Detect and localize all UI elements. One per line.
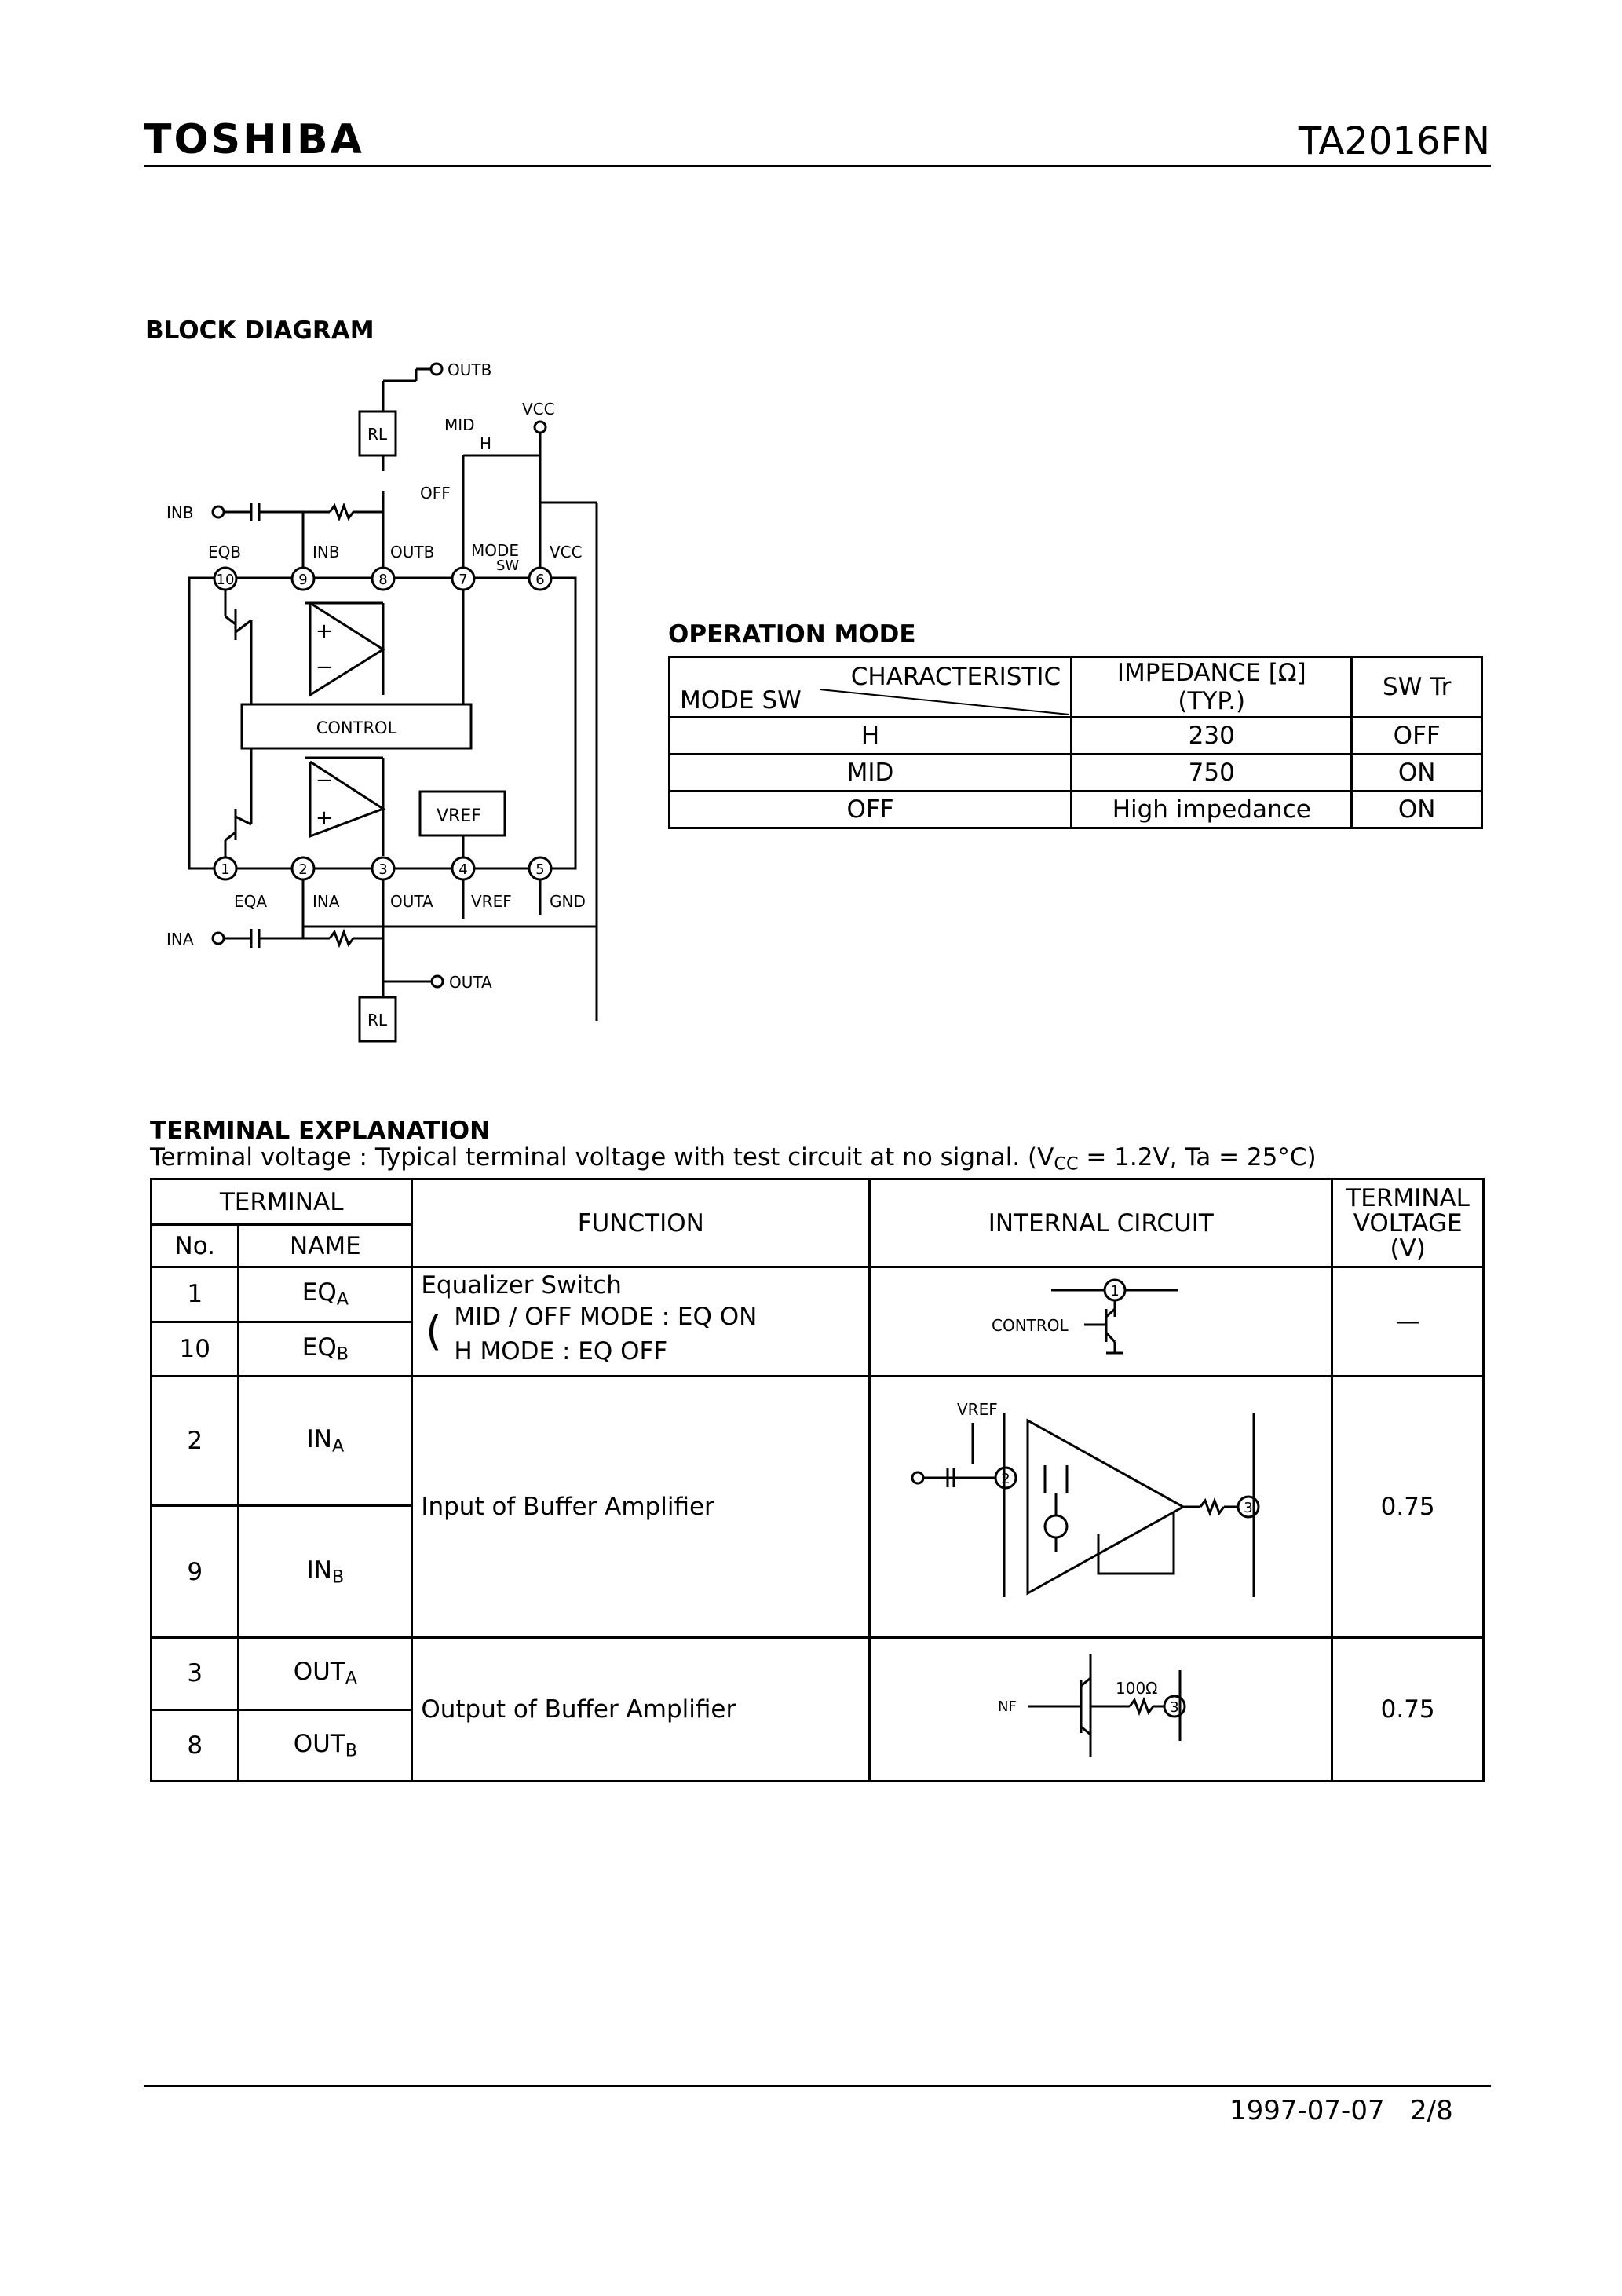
svg-text:+: +	[316, 620, 333, 643]
pins-top	[213, 566, 553, 591]
control-block	[240, 703, 473, 750]
in-voltage: 0.75	[1331, 1375, 1485, 1639]
terminal-voltage-note: Terminal voltage : Typical terminal volt…	[150, 1143, 1317, 1175]
out-a-pin-label: OUTA	[390, 892, 433, 911]
eq-b-label: EQB	[208, 543, 241, 561]
footer-rule	[144, 2085, 1491, 2087]
sw-tr-header: SW Tr	[1350, 656, 1483, 718]
load-resistor-b	[358, 410, 397, 457]
in-a-pin-label: INA	[312, 892, 340, 911]
svg-text:+: +	[316, 806, 333, 830]
vref-label: VREF	[957, 1400, 998, 1419]
eq-function: Equalizer Switch ( MID / OFF MODE : EQ O…	[411, 1266, 871, 1377]
block-diagram-title: BLOCK DIAGRAM	[145, 316, 374, 345]
vcc-top-label: VCC	[522, 400, 555, 419]
vref-pin-label: VREF	[471, 892, 512, 911]
characteristic-header: CHARACTERISTIC	[850, 663, 1061, 691]
svg-text:−: −	[316, 656, 333, 679]
diagonal-header-cell: CHARACTERISTIC MODE SW	[667, 656, 1073, 718]
table-row: 8 OUTB	[149, 1708, 1484, 1782]
function-header: FUNCTION	[411, 1178, 871, 1268]
pin-1: 1	[221, 861, 229, 878]
operation-mode-header: CHARACTERISTIC MODE SW IMPEDANCE [Ω] (TY…	[667, 656, 1483, 718]
operation-mode-title: OPERATION MODE	[668, 620, 916, 649]
table-row: H 230 OFF	[667, 716, 1483, 755]
out-voltage: 0.75	[1331, 1636, 1485, 1782]
pin-10: 10	[217, 572, 235, 588]
output-stage-circuit: NF 100Ω 3	[998, 1654, 1186, 1757]
gnd-label: GND	[550, 892, 586, 911]
vref-block-label: VREF	[437, 806, 481, 826]
mode-sw-label: MODE	[471, 541, 519, 560]
table-row: 2 INA Input of Buffer Amplifier VREF 2	[149, 1374, 1485, 1639]
in-a-input-label: INA	[166, 930, 194, 949]
amplifier-b	[309, 601, 385, 697]
operation-mode-table: CHARACTERISTIC MODE SW IMPEDANCE [Ω] (TY…	[667, 656, 1483, 829]
pin-5: 5	[535, 861, 544, 878]
h-label: H	[480, 434, 491, 453]
load-resistor-a	[358, 996, 397, 1043]
in-b-input-label: INB	[166, 503, 194, 522]
out-a-label: OUTA	[449, 973, 492, 992]
vcc-pin-label: VCC	[550, 543, 583, 561]
out-b-pin-label: OUTB	[390, 543, 434, 561]
sw-label: SW	[496, 558, 519, 574]
impedance-header: IMPEDANCE [Ω] (TYP.)	[1070, 656, 1353, 718]
terminal-voltage-header: TERMINAL VOLTAGE (V)	[1331, 1178, 1485, 1268]
pin-3: 3	[378, 861, 387, 878]
pin-6: 6	[535, 572, 544, 588]
terminal-table: TERMINAL FUNCTION INTERNAL CIRCUIT TERMI…	[149, 1178, 1485, 1782]
rl-top-label: RL	[367, 425, 388, 444]
mode-sw-header: MODE SW	[680, 686, 802, 715]
nf-label: NF	[998, 1698, 1017, 1715]
in-b-pin-label: INB	[312, 543, 340, 561]
terminal-header: TERMINAL	[149, 1178, 414, 1226]
resistor-label: 100Ω	[1116, 1679, 1157, 1698]
eq-voltage: —	[1331, 1266, 1485, 1377]
in-function: Input of Buffer Amplifier	[411, 1375, 871, 1639]
amplifier-a	[309, 760, 386, 839]
svg-text:1: 1	[1111, 1283, 1120, 1300]
pin-4: 4	[458, 861, 467, 878]
table-row: 9 INB	[149, 1504, 1484, 1639]
footer-page-number: 2/8	[1410, 2095, 1453, 2126]
control-label: CONTROL	[992, 1316, 1069, 1335]
eq-a-label: EQA	[234, 892, 267, 911]
pin-7: 7	[458, 572, 467, 588]
rl-bottom-label: RL	[367, 1011, 388, 1029]
part-number: TA2016FN	[1298, 119, 1490, 163]
out-b-label: OUTB	[448, 360, 491, 379]
mid-label: MID	[444, 415, 475, 434]
svg-text:3: 3	[1244, 1500, 1253, 1516]
internal-circuit-header: INTERNAL CIRCUIT	[868, 1178, 1334, 1268]
svg-text:3: 3	[1171, 1699, 1179, 1716]
table-row: 3 OUTA Output of Buffer Amplifier NF 100…	[149, 1636, 1485, 1782]
name-header: NAME	[237, 1223, 414, 1268]
off-label: OFF	[420, 484, 451, 503]
svg-text:−: −	[316, 769, 333, 792]
control-label: CONTROL	[316, 718, 397, 737]
brand-logo: TOSHIBA	[144, 116, 364, 163]
header-rule	[144, 165, 1491, 167]
footer-date: 1997-07-07	[1229, 2095, 1385, 2126]
out-internal-circuit: NF 100Ω 3	[868, 1636, 1334, 1782]
table-row: OFF High impedance ON	[667, 790, 1483, 829]
pin-2: 2	[298, 861, 307, 878]
table-row: 1 EQA Equalizer Switch ( MID / OFF MODE …	[149, 1266, 1485, 1377]
no-header: No.	[149, 1223, 240, 1268]
table-row: 10 EQB	[149, 1320, 1484, 1377]
out-function: Output of Buffer Amplifier	[411, 1636, 871, 1782]
table-row: MID 750 ON	[667, 753, 1483, 792]
terminal-header-row: TERMINAL FUNCTION INTERNAL CIRCUIT TERMI…	[149, 1178, 1485, 1268]
eq-internal-circuit: 1 CONTROL	[868, 1266, 1334, 1377]
diagonal-line	[819, 689, 1070, 715]
pin-9: 9	[298, 572, 307, 588]
svg-text:2: 2	[1002, 1471, 1010, 1487]
in-internal-circuit: VREF 2 3	[868, 1375, 1334, 1639]
buffer-amplifier-circuit: VREF 2 3	[911, 1400, 1260, 1597]
block-diagram: CONTROL VREF + − − + 10 9 8 7 6 1 2 3 4 …	[166, 360, 598, 1043]
terminal-explanation-title: TERMINAL EXPLANATION	[150, 1117, 491, 1145]
eq-circuit-diagram: 1 CONTROL	[992, 1278, 1179, 1355]
pin-8: 8	[378, 572, 387, 588]
